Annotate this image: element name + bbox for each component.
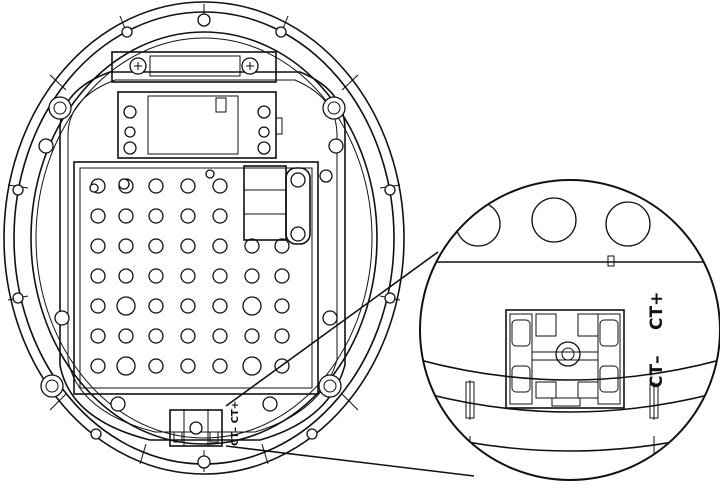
housing-ribs xyxy=(7,4,401,472)
pcb-hole xyxy=(180,178,196,194)
pcb-hole xyxy=(180,208,196,224)
pcb-hole xyxy=(148,238,164,254)
ct-terminal-small xyxy=(169,409,223,447)
pcb-hole xyxy=(212,208,228,224)
pcb-hole xyxy=(180,328,196,344)
outer-housing xyxy=(3,1,405,475)
pcb-hole xyxy=(118,268,134,284)
pcb-hole xyxy=(180,298,196,314)
contactor-module xyxy=(117,91,283,159)
pcb-hole xyxy=(148,328,164,344)
pcb-hole xyxy=(116,296,136,316)
board-screws xyxy=(54,169,338,412)
zoom-detail-view: CT– CT+ xyxy=(419,179,720,481)
pcb-hole xyxy=(180,268,196,284)
pcb-hole xyxy=(274,298,290,314)
ct-terminal-zoom xyxy=(505,309,625,409)
pcb-hole xyxy=(212,358,228,374)
pcb-hole xyxy=(212,268,228,284)
pcb-holes xyxy=(90,178,290,376)
pcb-hole xyxy=(274,328,290,344)
pcb-hole xyxy=(148,178,164,194)
pcb-hole xyxy=(90,298,106,314)
zoom-leader-lines xyxy=(225,251,475,477)
pcb-hole xyxy=(244,328,260,344)
ct-label-small: CT– CT+ xyxy=(230,401,241,446)
pcb-hole xyxy=(212,238,228,254)
pcb-hole xyxy=(212,298,228,314)
pcb-hole xyxy=(242,296,262,316)
pcb-hole xyxy=(180,358,196,374)
pcb-hole xyxy=(90,268,106,284)
pcb-hole xyxy=(118,208,134,224)
pcb-hole xyxy=(180,238,196,254)
side-connector xyxy=(243,165,311,245)
pcb-hole xyxy=(148,268,164,284)
pcb-hole xyxy=(118,238,134,254)
pcb-hole xyxy=(90,328,106,344)
ct-minus-label-zoom: CT– xyxy=(647,355,667,388)
pcb-hole xyxy=(118,328,134,344)
pcb-hole xyxy=(242,356,262,376)
pcb-hole xyxy=(90,358,106,374)
top-bracket xyxy=(111,51,277,83)
mounting-bosses xyxy=(12,13,396,469)
pcb-hole xyxy=(244,238,260,254)
pcb-hole xyxy=(212,178,228,194)
pcb-hole xyxy=(90,238,106,254)
pcb-hole xyxy=(244,268,260,284)
pcb-hole xyxy=(274,268,290,284)
pcb-hole xyxy=(148,358,164,374)
ct-plus-label-zoom: CT+ xyxy=(647,292,667,330)
pcb-hole xyxy=(148,298,164,314)
pcb-hole xyxy=(116,356,136,376)
pcb-hole xyxy=(212,328,228,344)
pcb-hole xyxy=(148,208,164,224)
pcb-hole xyxy=(274,238,290,254)
pcb-hole xyxy=(90,208,106,224)
main-pcb xyxy=(73,161,319,395)
